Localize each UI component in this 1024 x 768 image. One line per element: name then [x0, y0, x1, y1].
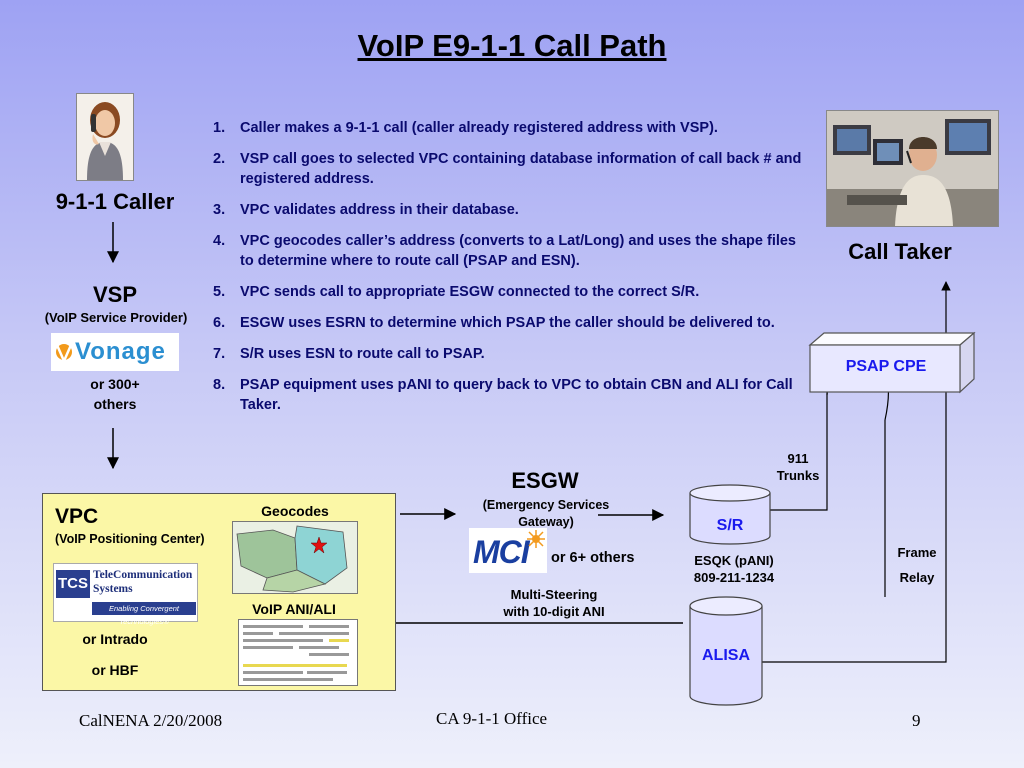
multi-steering-line1: Multi-Steering: [510, 587, 598, 602]
caller-photo: [76, 93, 134, 181]
psap-cpe-box: [808, 331, 976, 394]
footer-page-number: 9: [912, 711, 921, 730]
caller-label: 9-1-1 Caller: [55, 189, 175, 214]
esqk-label: ESQK (pANI): [694, 553, 774, 568]
alisa-cylinder: [689, 596, 763, 706]
vsp-label: VSP: [92, 282, 138, 307]
footer-center: CA 9-1-1 Office: [436, 709, 548, 728]
call-taker-label: Call Taker: [848, 239, 952, 264]
call-path-steps: 1.Caller makes a 9-1-1 call (caller alre…: [213, 118, 813, 426]
esqk-number: 809-211-1234: [693, 570, 775, 585]
ani-ali-screen: [238, 619, 358, 686]
step-6: 6.ESGW uses ESRN to determine which PSAP…: [213, 315, 775, 331]
vpc-or-hbf: or HBF: [91, 662, 139, 678]
frame-relay-line1: Frame: [897, 545, 937, 560]
esgw-others: or 6+ others: [551, 550, 635, 566]
call-taker-at-workstation-icon: [827, 111, 998, 226]
multi-steering-line2: with 10-digit ANI: [503, 604, 605, 619]
geocodes-label: Geocodes: [261, 503, 329, 519]
sr-cylinder: [689, 484, 771, 545]
esgw-label: ESGW: [511, 468, 579, 493]
step-2: 2.VSP call goes to selected VPC containi…: [213, 151, 802, 187]
step-4: 4.VPC geocodes caller’s address (convert…: [213, 233, 796, 269]
star-burst-icon: [527, 530, 545, 548]
woman-on-phone-icon: [77, 94, 133, 180]
vsp-sublabel: (VoIP Service Provider): [44, 310, 188, 325]
step-1: 1.Caller makes a 9-1-1 call (caller alre…: [213, 120, 718, 136]
call-taker-photo: [826, 110, 999, 227]
vsp-others-line2: others: [93, 396, 137, 412]
page-title: VoIP E9-1-1 Call Path: [357, 28, 667, 63]
trunks-line1: 911: [787, 451, 809, 466]
geocode-map: [232, 521, 358, 594]
voip-ani-ali-label: VoIP ANI/ALI: [252, 601, 336, 617]
mci-logo: MCI: [469, 528, 547, 573]
alisa-label: ALISA: [702, 647, 750, 664]
step-5: 5.VPC sends call to appropriate ESGW con…: [213, 284, 700, 300]
trunk-line: [770, 388, 828, 511]
frame-relay-line: [762, 281, 951, 663]
vpc-label: VPC: [55, 505, 99, 528]
vpc-or-intrado: or Intrado: [82, 631, 148, 647]
footer-left: CalNENA 2/20/2008: [79, 711, 223, 730]
map-icon: [236, 525, 348, 593]
vsp-others-line1: or 300+: [90, 376, 140, 392]
vonage-logo-icon: [55, 344, 73, 365]
vpc-sublabel: (VoIP Positioning Center): [55, 532, 205, 546]
esgw-sublabel-line1: (Emergency Services: [482, 498, 610, 512]
tcs-logo: TCS TeleCommunication Systems Enabling C…: [53, 563, 198, 626]
frame-relay-line2: Relay: [899, 570, 935, 585]
step-8: 8.PSAP equipment uses pANI to query back…: [213, 377, 793, 413]
vonage-logo: Vonage: [51, 333, 179, 371]
data-screen-icon: [243, 625, 349, 681]
step-7: 7.S/R uses ESN to route call to PSAP.: [213, 346, 485, 362]
step-3: 3.VPC validates address in their databas…: [213, 202, 519, 218]
sr-label: S/R: [716, 517, 744, 534]
esgw-sublabel-line2: Gateway): [518, 515, 574, 529]
psap-cpe-label: PSAP CPE: [845, 358, 927, 375]
trunks-line2: Trunks: [776, 468, 820, 483]
